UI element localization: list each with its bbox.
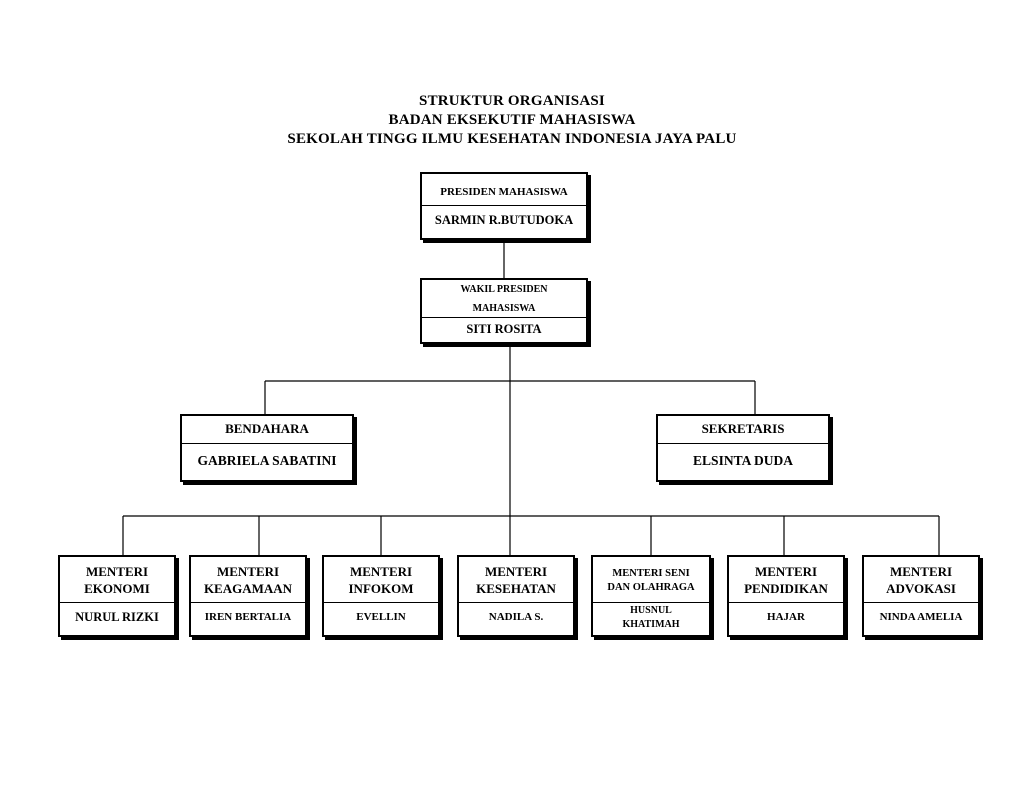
menteri-keagamaan-role-line-1: MENTERI [216, 564, 280, 580]
title-line-1: STRUKTUR ORGANISASI [419, 93, 605, 109]
wakil-role-line-1: WAKIL PRESIDEN [460, 283, 548, 295]
menteri-seni-olahraga-box: MENTERI SENI DAN OLAHRAGA HUSNUL KHATIMA… [591, 555, 711, 637]
sekretaris-box: SEKRETARIS ELSINTA DUDA [656, 414, 830, 482]
bendahara-box: BENDAHARA GABRIELA SABATINI [180, 414, 354, 482]
presiden-box: PRESIDEN MAHASISWA SARMIN R.BUTUDOKA [420, 172, 588, 240]
wakil-presiden-role: WAKIL PRESIDEN MAHASISWA [422, 280, 586, 318]
menteri-advokasi-role: MENTERI ADVOKASI [864, 557, 978, 603]
menteri-advokasi-box: MENTERI ADVOKASI NINDA AMELIA [862, 555, 980, 637]
menteri-infokom-box: MENTERI INFOKOM EVELLIN [322, 555, 440, 637]
menteri-advokasi-role-line-2: ADVOKASI [886, 580, 956, 596]
menteri-infokom-role: MENTERI INFOKOM [324, 557, 438, 603]
menteri-kesehatan-role-line-1: MENTERI [484, 564, 548, 580]
menteri-advokasi-role-line-1: MENTERI [889, 564, 953, 580]
menteri-infokom-name: EVELLIN [356, 611, 406, 624]
wakil-role-line-2: MAHASISWA [472, 302, 536, 314]
menteri-keagamaan-box: MENTERI KEAGAMAAN IREN BERTALIA [189, 555, 307, 637]
menteri-pendidikan-name: HAJAR [767, 611, 805, 624]
wakil-presiden-name: SITI ROSITA [466, 322, 542, 337]
menteri-infokom-role-line-1: MENTERI [349, 564, 413, 580]
menteri-advokasi-name: NINDA AMELIA [879, 611, 963, 624]
menteri-kesehatan-name: NADILA S. [488, 611, 544, 624]
menteri-kesehatan-role-line-2: KESEHATAN [476, 580, 556, 596]
diagram-title: STRUKTUR ORGANISASI BADAN EKSEKUTIF MAHA… [0, 92, 1024, 149]
wakil-presiden-box: WAKIL PRESIDEN MAHASISWA SITI ROSITA [420, 278, 588, 344]
menteri-seni-olahraga-name: HUSNUL KHATIMAH [593, 603, 709, 633]
menteri-seni-role-line-2: DAN OLAHRAGA [607, 581, 695, 593]
menteri-seni-name-line-1: HUSNUL [630, 605, 672, 616]
menteri-seni-name-line-2: KHATIMAH [622, 619, 680, 630]
menteri-ekonomi-box: MENTERI EKONOMI NURUL RIZKI [58, 555, 176, 637]
menteri-ekonomi-role-line-2: EKONOMI [84, 580, 150, 596]
menteri-kesehatan-role: MENTERI KESEHATAN [459, 557, 573, 603]
menteri-keagamaan-role: MENTERI KEAGAMAAN [191, 557, 305, 603]
menteri-keagamaan-name: IREN BERTALIA [204, 611, 292, 624]
bendahara-role: BENDAHARA [182, 416, 352, 444]
menteri-pendidikan-role-line-2: PENDIDIKAN [744, 580, 828, 596]
menteri-pendidikan-box: MENTERI PENDIDIKAN HAJAR [727, 555, 845, 637]
menteri-kesehatan-box: MENTERI KESEHATAN NADILA S. [457, 555, 575, 637]
menteri-ekonomi-name: NURUL RIZKI [75, 610, 159, 625]
menteri-ekonomi-role-line-1: MENTERI [85, 564, 149, 580]
sekretaris-name: ELSINTA DUDA [693, 452, 793, 468]
menteri-pendidikan-role-line-1: MENTERI [754, 564, 818, 580]
sekretaris-role: SEKRETARIS [658, 416, 828, 444]
presiden-role: PRESIDEN MAHASISWA [422, 174, 586, 206]
menteri-infokom-role-line-2: INFOKOM [348, 580, 414, 596]
menteri-ekonomi-role: MENTERI EKONOMI [60, 557, 174, 603]
menteri-keagamaan-role-line-2: KEAGAMAAN [203, 580, 293, 596]
menteri-seni-role-line-1: MENTERI SENI [612, 568, 690, 580]
presiden-name: SARMIN R.BUTUDOKA [434, 213, 574, 228]
bendahara-name: GABRIELA SABATINI [197, 452, 337, 468]
menteri-seni-olahraga-role: MENTERI SENI DAN OLAHRAGA [593, 557, 709, 603]
title-line-3: SEKOLAH TINGG ILMU KESEHATAN INDONESIA J… [287, 131, 737, 147]
menteri-pendidikan-role: MENTERI PENDIDIKAN [729, 557, 843, 603]
title-line-2: BADAN EKSEKUTIF MAHASISWA [388, 112, 636, 128]
